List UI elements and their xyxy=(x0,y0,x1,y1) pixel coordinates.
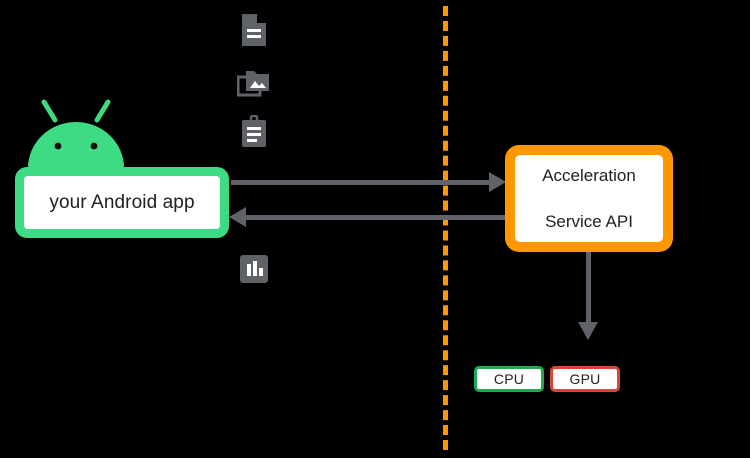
your-android-app-label: your Android app xyxy=(49,191,195,213)
acceleration-service-api-label-line2: Service API xyxy=(545,212,633,231)
response-arrow-line xyxy=(243,215,507,220)
cpu-chip[interactable]: CPU xyxy=(474,366,544,392)
android-robot-icon xyxy=(22,98,130,170)
dispatch-arrow-line xyxy=(586,252,591,324)
dispatch-arrow-head xyxy=(578,322,598,340)
clipboard-icon xyxy=(237,115,271,149)
gpu-chip-label: GPU xyxy=(569,371,601,387)
gpu-chip[interactable]: GPU xyxy=(550,366,620,392)
process-boundary-dashed-line xyxy=(443,6,448,450)
response-arrow-head xyxy=(229,207,246,227)
your-android-app-box-inner: your Android app xyxy=(24,176,220,229)
request-arrow-line xyxy=(231,180,495,185)
cpu-chip-label: CPU xyxy=(493,371,525,387)
acceleration-service-api-label-line1: Acceleration xyxy=(542,166,636,185)
images-icon xyxy=(237,65,271,99)
your-android-app-box[interactable]: your Android app xyxy=(15,167,229,238)
bar-chart-icon xyxy=(237,252,271,286)
document-icon xyxy=(237,13,271,47)
request-arrow-head xyxy=(489,172,506,192)
